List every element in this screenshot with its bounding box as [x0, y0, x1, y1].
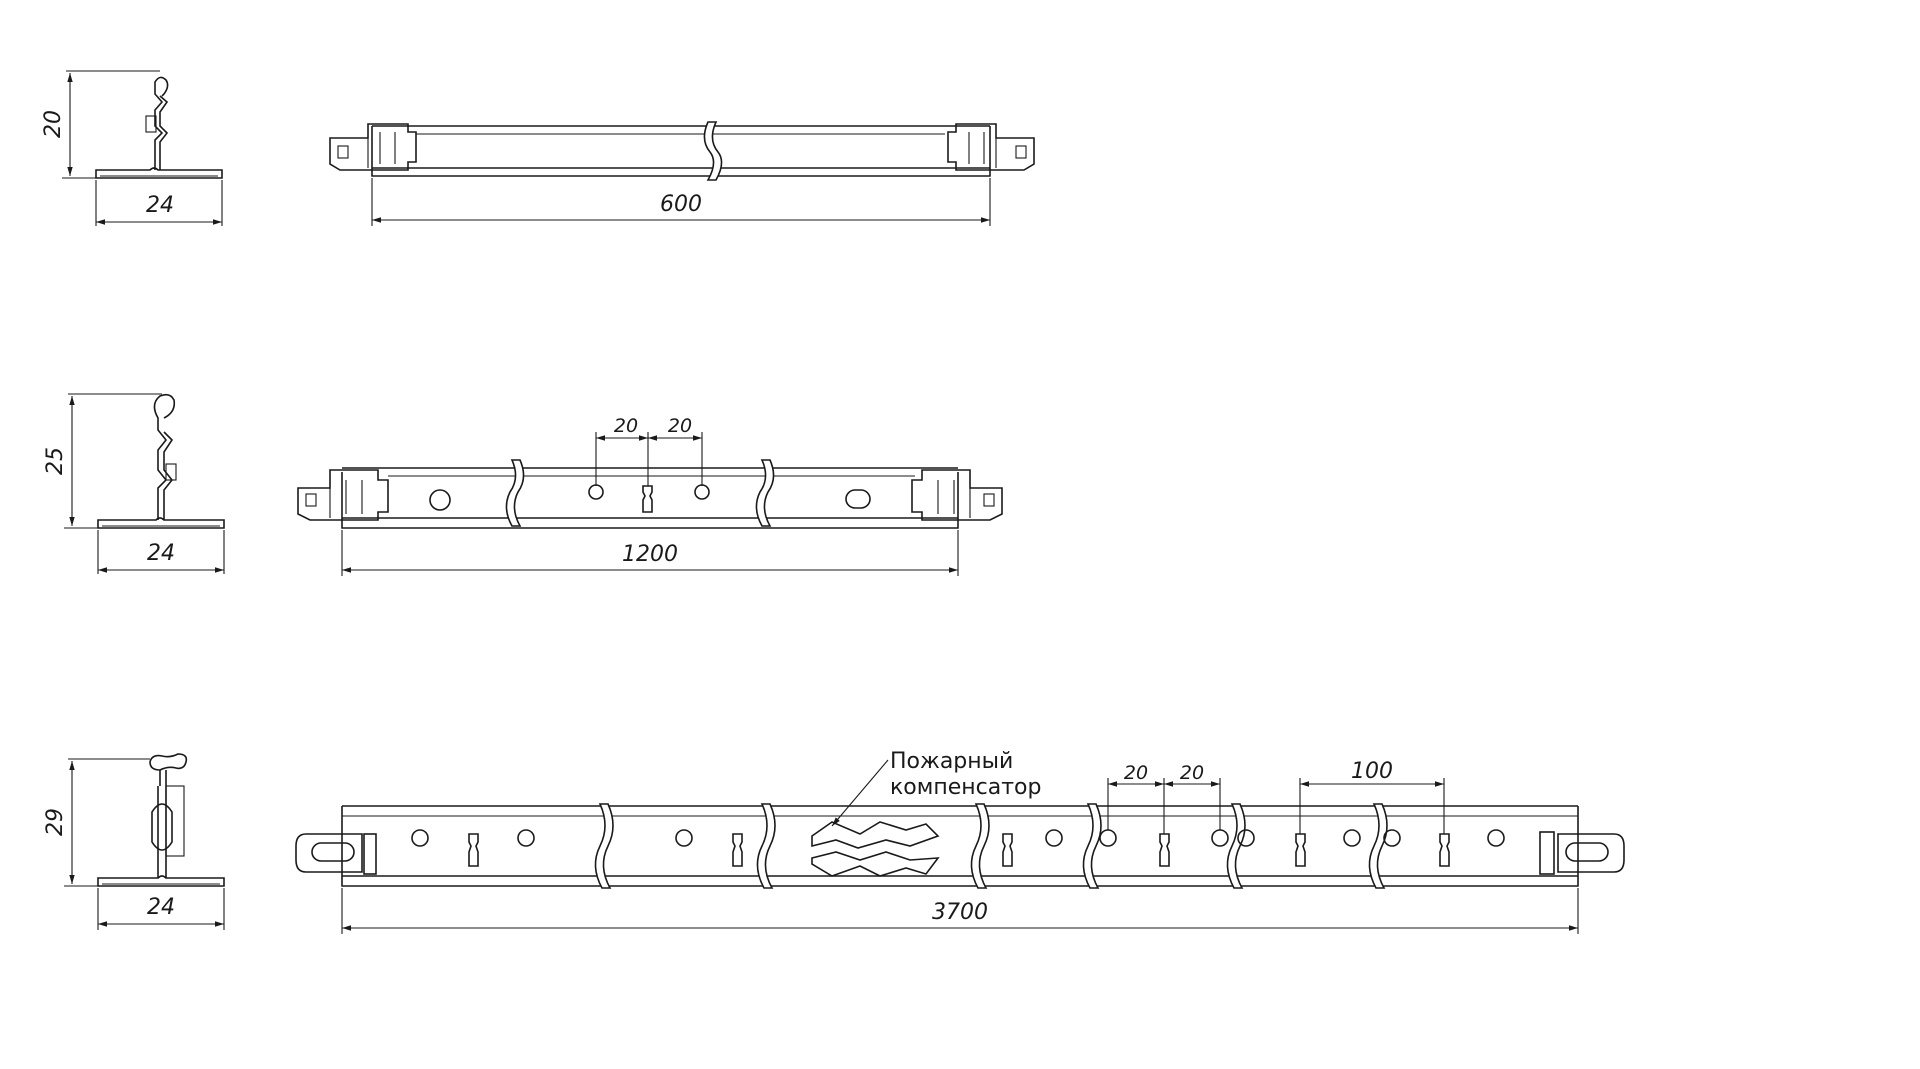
- hole-circle: [517, 829, 535, 847]
- hole-spacing-3700-right: 20: [1180, 762, 1204, 784]
- hole-circle: [1211, 829, 1229, 847]
- fire-compensator-cutout: [811, 821, 940, 877]
- profile-1200: 25 24: [43, 393, 1003, 576]
- hole-oval: [845, 489, 871, 509]
- slot: [468, 833, 479, 867]
- section-1200-height-label: 25: [43, 447, 68, 475]
- slot: [642, 485, 653, 513]
- hole-circle: [694, 484, 710, 500]
- hole-circle: [1343, 829, 1361, 847]
- hole-circle: [1383, 829, 1401, 847]
- section-3700-width-label: 24: [147, 895, 175, 920]
- side-view-3700: 20 20 100 Пожарный компенсатор 3700: [295, 749, 1625, 934]
- section-600: 20 24: [41, 70, 223, 226]
- slot: [1439, 833, 1450, 867]
- hole-spacing-1200-left: 20: [614, 415, 638, 437]
- hole-circle: [1487, 829, 1505, 847]
- side-view-1200: 20 20 1200: [297, 415, 1003, 576]
- side-view-600: 600: [329, 121, 1035, 226]
- length-1200-label: 1200: [622, 542, 678, 567]
- length-600-label: 600: [660, 192, 702, 217]
- hole-circle: [588, 484, 604, 500]
- hole-spacing-3700-left: 20: [1124, 762, 1148, 784]
- slot-spacing-3700-label: 100: [1351, 759, 1393, 784]
- hole-spacing-1200-right: 20: [668, 415, 692, 437]
- section-1200: 25 24: [43, 393, 225, 574]
- slot: [1002, 833, 1013, 867]
- hole-circle: [411, 829, 429, 847]
- section-600-width-label: 24: [146, 193, 174, 218]
- hole-circle: [1045, 829, 1063, 847]
- slot: [1159, 833, 1170, 867]
- hole-circle: [675, 829, 693, 847]
- fire-compensator-label-line1: Пожарный: [890, 749, 1013, 774]
- fire-compensator-label-line2: компенсатор: [890, 775, 1041, 800]
- profile-3700: 29 24: [43, 749, 1625, 934]
- section-3700: 29 24: [43, 753, 225, 930]
- length-3700-label: 3700: [932, 900, 988, 925]
- section-3700-height-label: 29: [43, 808, 68, 836]
- hole-circle: [429, 489, 451, 511]
- section-1200-width-label: 24: [147, 541, 175, 566]
- slot: [732, 833, 743, 867]
- section-600-height-label: 20: [41, 110, 66, 138]
- hole-circle: [1237, 829, 1255, 847]
- profile-600: 20 24 600: [41, 70, 1035, 226]
- hole-circle: [1099, 829, 1117, 847]
- slot: [1295, 833, 1306, 867]
